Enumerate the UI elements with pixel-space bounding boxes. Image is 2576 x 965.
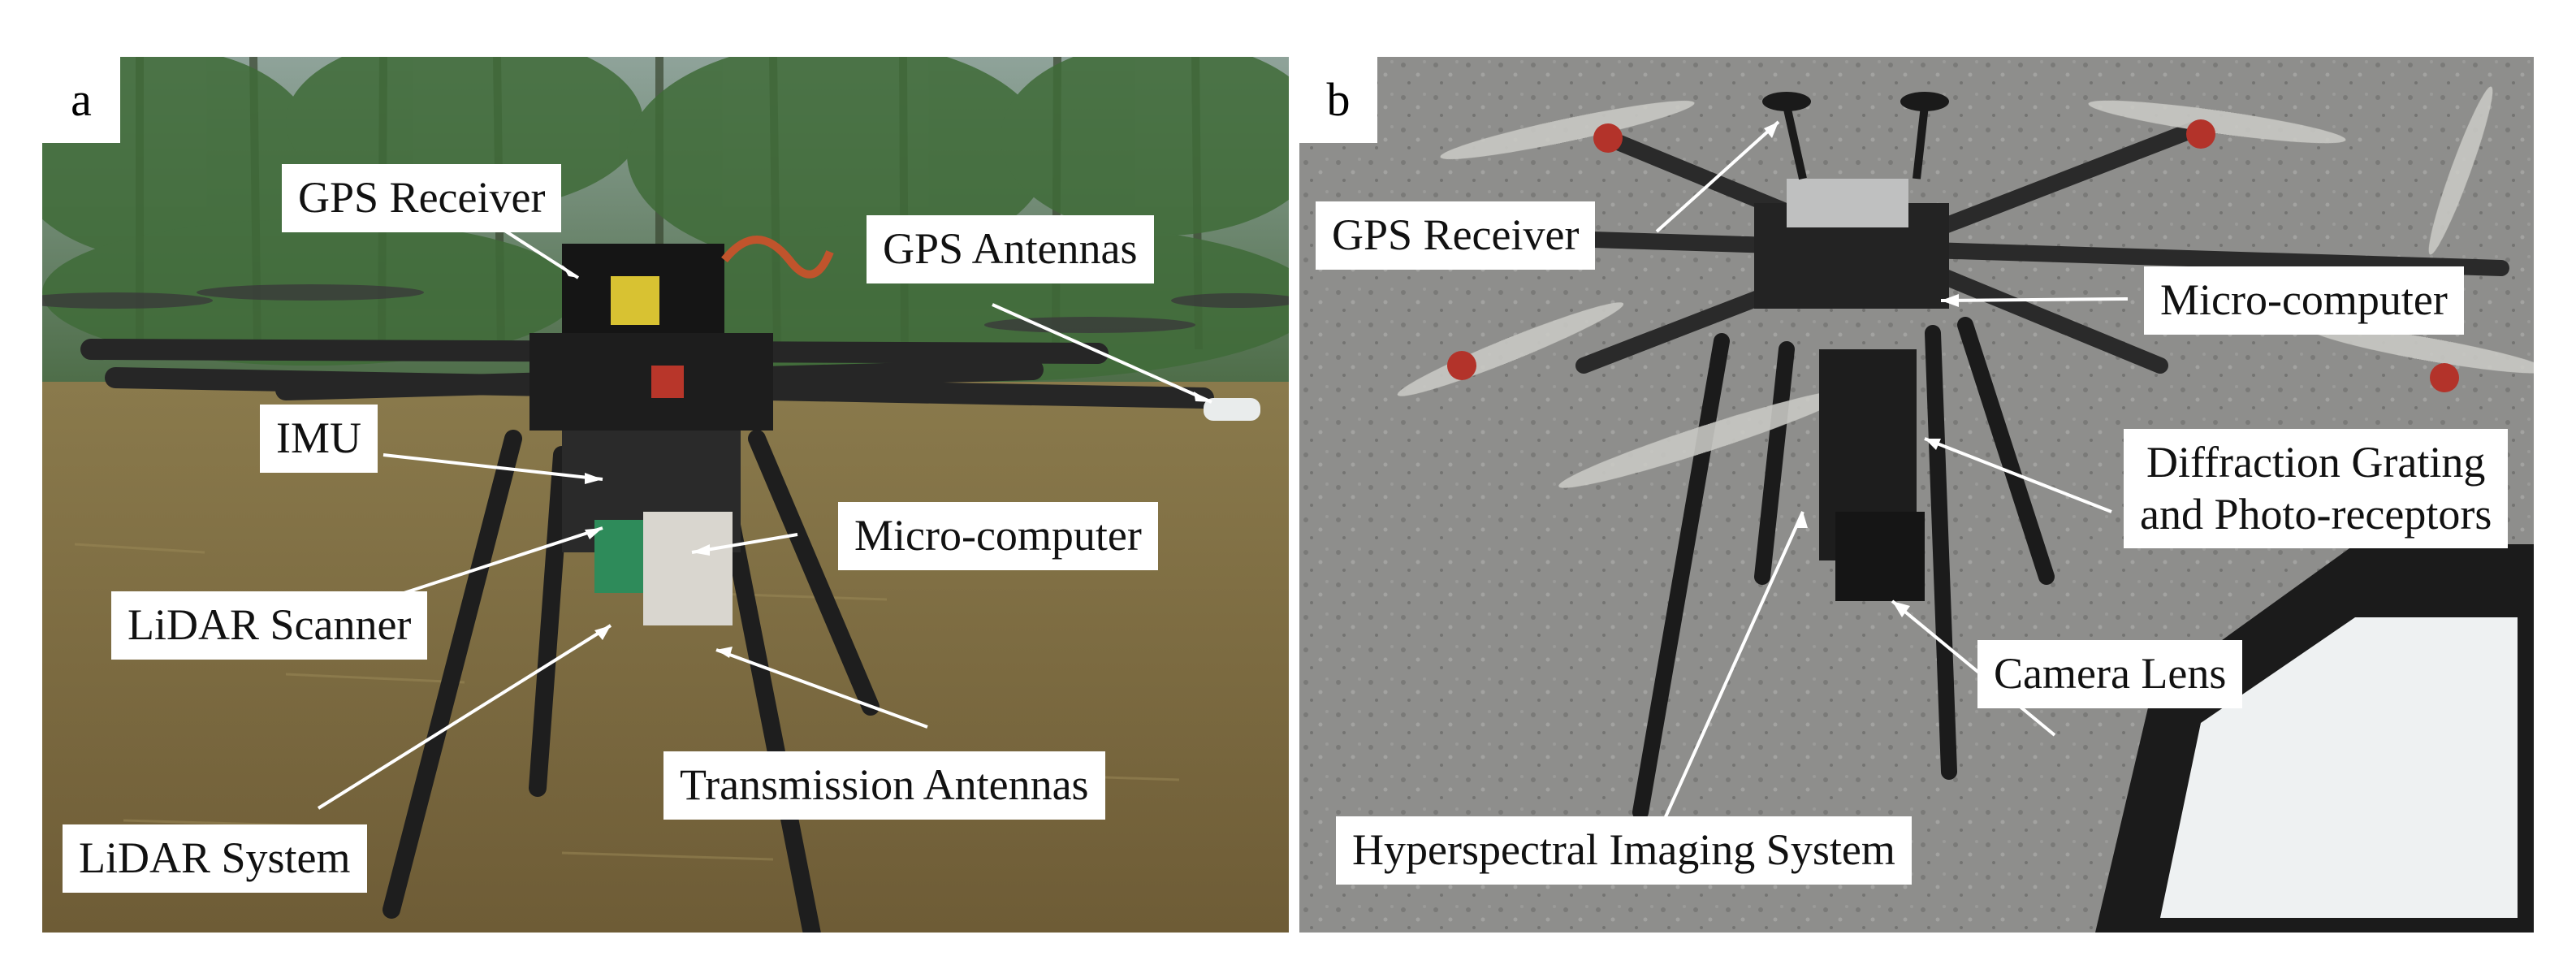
label-gps-antennas: GPS Antennas	[867, 215, 1154, 283]
label-lidar-scanner: LiDAR Scanner	[111, 591, 428, 660]
label-gps-receiver-b: GPS Receiver	[1316, 201, 1596, 270]
panel-a-lidar-drone: a GPS Receiver GPS Antennas IMU Micro-co…	[42, 57, 1289, 933]
label-transmission-antennas: Transmission Antennas	[663, 751, 1105, 820]
label-diffraction-line-2: and Photo-receptors	[2140, 489, 2492, 539]
label-micro-computer: Micro-computer	[838, 502, 1158, 570]
label-hyperspectral-imaging-system: Hyperspectral Imaging System	[1336, 816, 1912, 885]
label-diffraction-grating: Diffraction Grating and Photo-receptors	[2124, 429, 2509, 549]
label-camera-lens: Camera Lens	[1977, 640, 2243, 708]
label-lidar-system: LiDAR System	[63, 824, 367, 893]
label-imu: IMU	[260, 405, 378, 473]
label-micro-computer-b: Micro-computer	[2144, 266, 2464, 335]
label-gps-receiver: GPS Receiver	[282, 164, 562, 232]
panel-b-tag: b	[1299, 57, 1377, 143]
panel-b-hyperspectral-drone: b GPS Receiver Micro-computer Diffractio…	[1299, 57, 2534, 933]
label-diffraction-line-1: Diffraction Grating	[2146, 438, 2486, 487]
panel-a-tag: a	[42, 57, 120, 143]
